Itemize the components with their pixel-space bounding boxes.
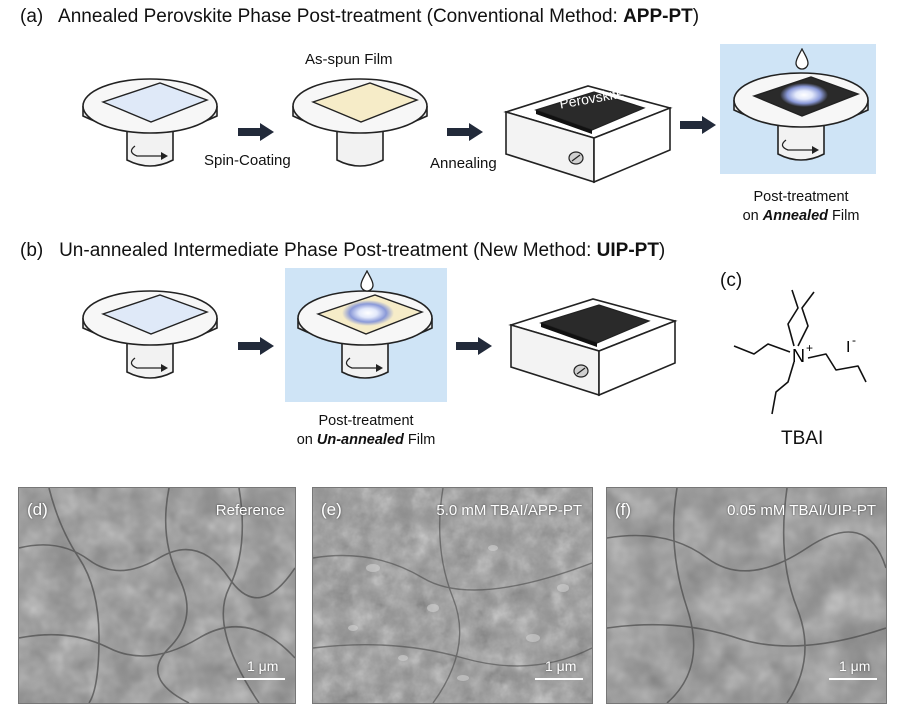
spin-coater-icon	[82, 78, 218, 167]
iodide-anion: I	[846, 339, 850, 356]
panel-a-letter: (a)	[20, 6, 44, 27]
sem-letter: (d)	[27, 500, 48, 519]
panel-a-title: (a) Annealed Perovskite Phase Post-treat…	[20, 6, 700, 27]
nitrogen-atom: N	[792, 346, 805, 366]
spin-coater-icon	[297, 290, 433, 379]
sem-condition-label: 5.0 mM TBAI/APP-PT	[436, 502, 582, 519]
panel-c-letter: (c)	[720, 270, 743, 291]
scale-bar-label: 1 μm	[247, 658, 279, 674]
spin-coater-icon	[292, 78, 428, 167]
arrow-right-icon	[456, 337, 492, 355]
positive-charge: +	[806, 341, 813, 355]
spin-coater-icon	[733, 72, 869, 161]
sem-letter: (e)	[321, 500, 342, 519]
scale-bar	[535, 678, 583, 680]
scale-bar-label: 1 μm	[839, 658, 871, 674]
arrow-right-icon	[680, 116, 716, 134]
arrow-right-icon	[447, 123, 483, 141]
scale-bar	[237, 678, 285, 680]
as-spun-film-label: As-spun Film	[305, 51, 393, 68]
droplet-icon	[360, 270, 374, 292]
scale-bar-label: 1 μm	[545, 658, 577, 674]
droplet-icon	[795, 48, 809, 70]
tbai-structure: N + I -	[733, 289, 867, 415]
sem-condition-label: Reference	[215, 502, 285, 519]
post-treatment-unannealed-caption: Post-treatment on Un-annealed Film	[296, 413, 436, 448]
negative-charge: -	[852, 333, 856, 347]
panel-b-title: (b) Un-annealed Intermediate Phase Post-…	[20, 240, 666, 261]
spin-coating-label: Spin-Coating	[204, 152, 291, 169]
post-treatment-annealed-caption: Post-treatment on Annealed Film	[742, 189, 860, 224]
sem-letter: (f)	[615, 500, 632, 519]
tbai-label: TBAI	[781, 428, 824, 449]
spin-coater-icon	[82, 290, 218, 379]
annealing-label: Annealing	[430, 155, 497, 172]
panel-b-letter: (b)	[20, 240, 44, 261]
arrow-right-icon	[238, 123, 274, 141]
hotplate-icon	[503, 85, 673, 184]
sem-image-app-pt: (e) 5.0 mM TBAI/APP-PT 1 μm	[312, 487, 593, 704]
arrow-right-icon	[238, 337, 274, 355]
sem-image-uip-pt: (f) 0.05 mM TBAI/UIP-PT 1 μm	[606, 487, 887, 704]
sem-condition-label: 0.05 mM TBAI/UIP-PT	[727, 502, 876, 519]
sem-image-reference: (d) Reference 1 μm	[18, 487, 296, 704]
scale-bar	[829, 678, 877, 680]
hotplate-icon	[508, 298, 678, 397]
